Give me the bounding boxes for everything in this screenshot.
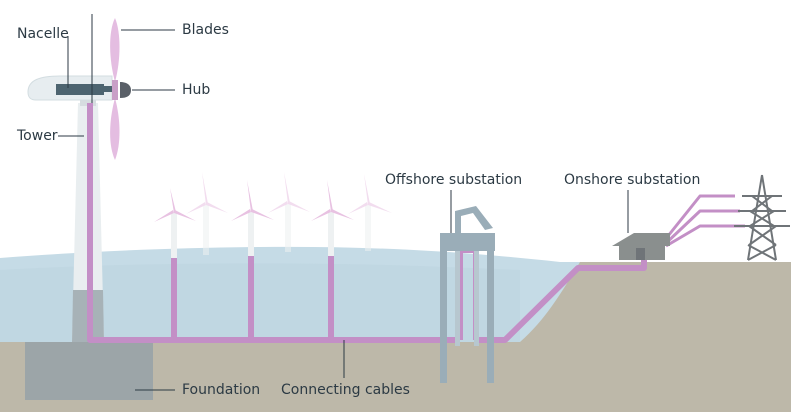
label-blades: Blades [182, 22, 229, 38]
label-foundation: Foundation [182, 382, 261, 398]
foundation [25, 342, 153, 400]
grid-cable-1 [658, 194, 735, 247]
main-turbine-cable [87, 103, 460, 343]
grid-cable-3 [665, 224, 745, 248]
distant-turbines [154, 172, 392, 258]
nacelle [27, 75, 114, 101]
distant-turbine-6 [348, 174, 392, 251]
distant-turbine-1 [154, 188, 196, 258]
label-onshore-substation: Onshore substation [564, 172, 701, 188]
sea-band [0, 263, 520, 345]
pylon [734, 174, 790, 261]
distant-turbine-4 [268, 172, 310, 252]
leader-lines [58, 14, 629, 391]
blades [110, 18, 120, 160]
distant-turbine-5 [311, 180, 354, 256]
blade-lower [110, 98, 120, 160]
distant-turbine-3 [231, 180, 274, 256]
label-offshore-substation: Offshore substation [385, 172, 523, 188]
offshore-substation [440, 206, 495, 383]
label-hub: Hub [182, 82, 211, 98]
export-cable [476, 258, 647, 343]
blade-upper [110, 18, 120, 82]
label-tower: Tower [17, 128, 58, 144]
distant-turbine-2 [186, 172, 228, 255]
generator [56, 84, 104, 95]
cable-network [87, 103, 745, 343]
grid-cable-2 [661, 209, 740, 248]
hub [120, 82, 131, 98]
label-nacelle: Nacelle [17, 26, 69, 42]
label-connecting-cables: Connecting cables [281, 382, 410, 398]
seabed [0, 262, 791, 412]
onshore-substation [612, 233, 670, 260]
